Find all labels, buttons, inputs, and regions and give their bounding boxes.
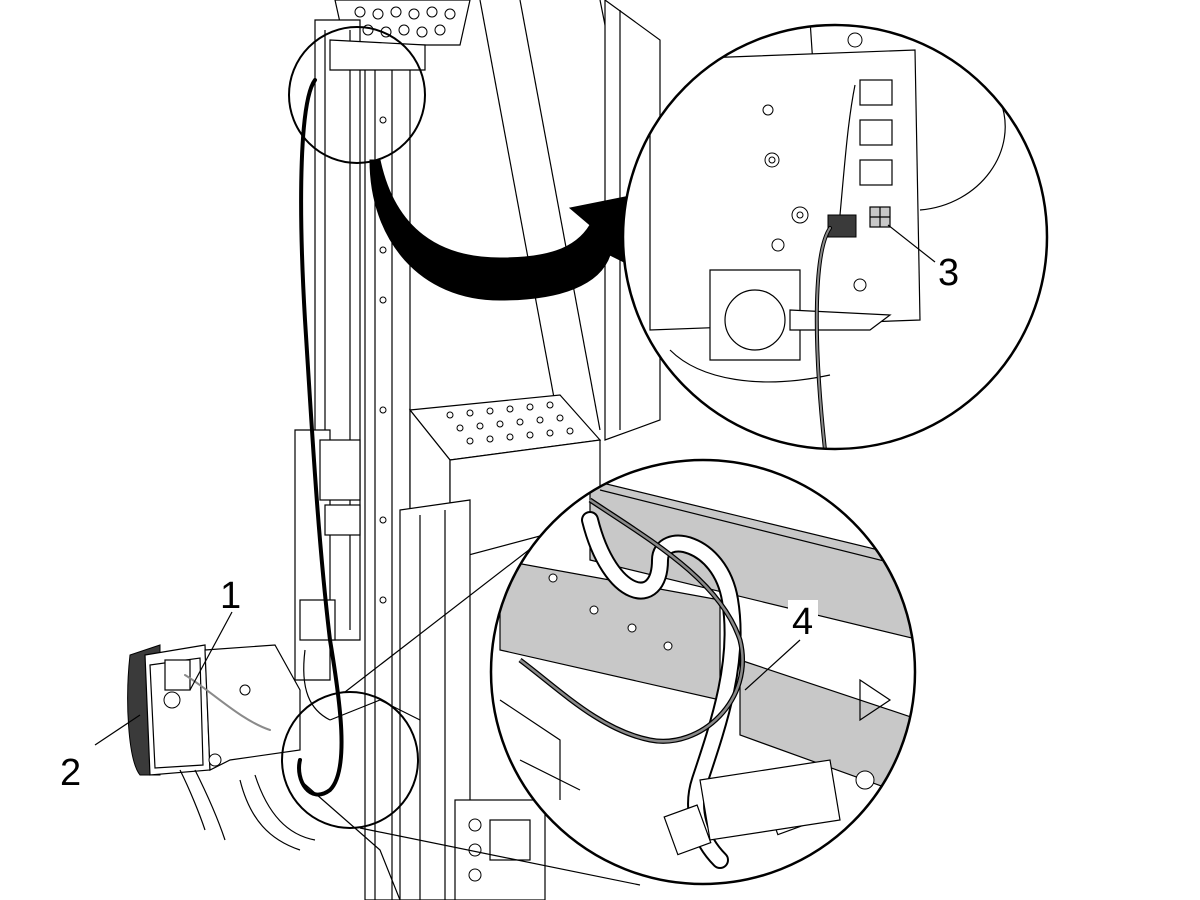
leader-line-4 — [744, 639, 801, 691]
detail-view-top — [621, 23, 1049, 451]
callout-4: 4 — [792, 601, 813, 643]
pump-assembly — [127, 644, 316, 851]
cable-main — [297, 78, 344, 797]
rail-holes — [379, 116, 387, 604]
leader-line-1 — [189, 611, 233, 691]
magnifier-circle-top-source — [288, 26, 426, 164]
grille-holes — [354, 6, 456, 38]
lower-carriage — [399, 499, 471, 900]
magnifier-circle-icon — [489, 458, 917, 886]
callout-3: 3 — [938, 252, 959, 294]
cable-plug — [827, 214, 857, 238]
connector-2 — [859, 119, 893, 146]
magnifier-circle-icon — [621, 23, 1049, 451]
leader-line-2 — [94, 714, 141, 746]
connector-1 — [859, 79, 893, 106]
magnifier-circle-bottom-source — [281, 691, 419, 829]
callout-1: 1 — [220, 575, 241, 617]
machine-body — [294, 0, 661, 900]
top-bracket — [329, 39, 426, 71]
detail-view-bottom — [489, 458, 917, 886]
mounting-plate — [649, 49, 921, 331]
leader-line-3 — [887, 224, 936, 263]
callout-4-background — [788, 600, 818, 638]
magnifier-cone-lower — [359, 827, 641, 886]
callout-2: 2 — [60, 752, 81, 794]
connector-3 — [859, 159, 893, 186]
pump-bracket — [204, 644, 301, 771]
block-perforations — [446, 401, 574, 445]
